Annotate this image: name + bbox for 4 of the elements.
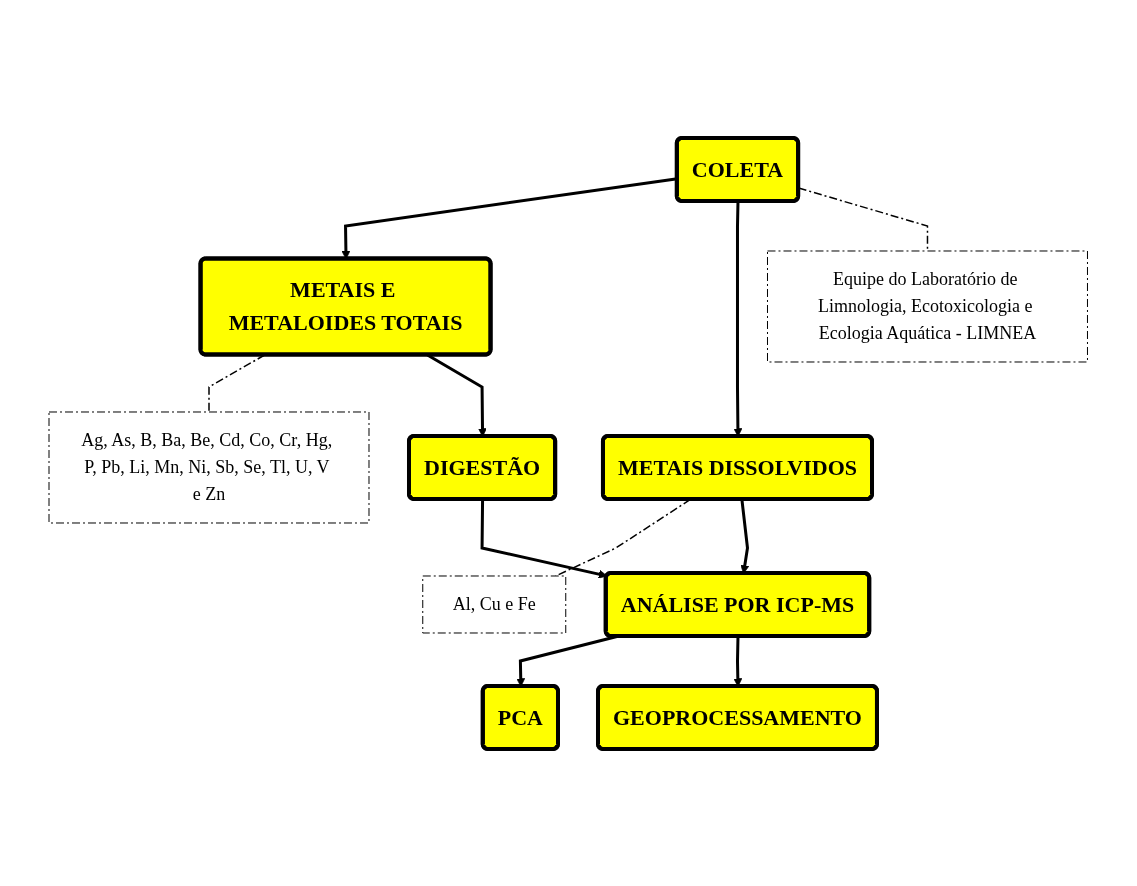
node-box: Ag, As, B, Ba, Be, Cd, Co, Cr, Hg, P, Pb, Li, Mn, Ni, Sb, Se, Tl, U, V e Zn — [48, 411, 370, 523]
connector — [208, 353, 266, 413]
node-box: Equipe do Laboratório de Limnologia, Ecotoxicologia e Ecologia Aquática - LIMNEA — [767, 250, 1089, 362]
node-box: Al, Cu e Fe — [422, 575, 567, 633]
